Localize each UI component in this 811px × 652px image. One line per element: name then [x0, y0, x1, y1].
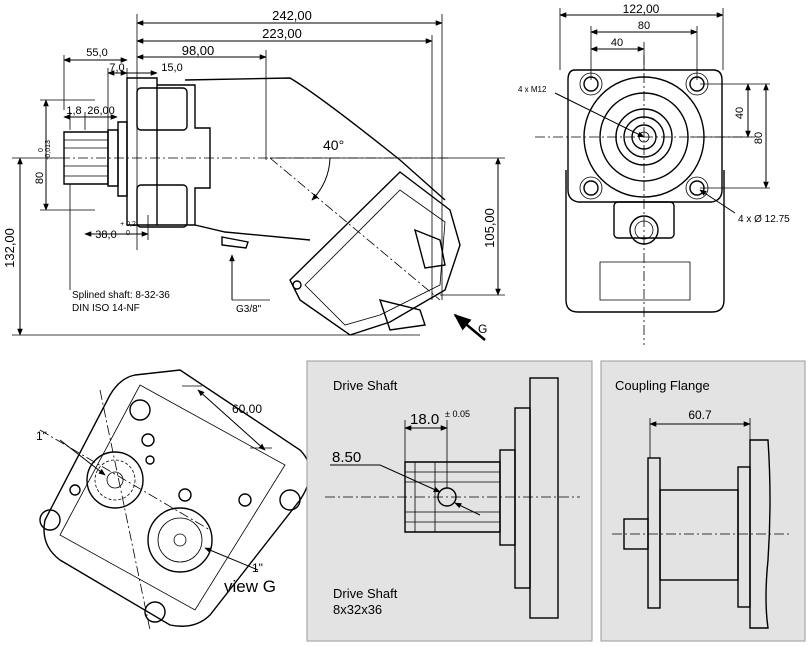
holes-label: 4 x Ø 12.75	[738, 214, 790, 225]
coupling-flange-panel: Coupling Flange 60.7	[600, 360, 806, 642]
dim-55: 55,0	[86, 47, 107, 59]
drive-shaft-caption-1: Drive Shaft	[333, 586, 398, 601]
dim-26: 26,00	[87, 105, 115, 117]
spline-note-1: Splined shaft: 8-32-36	[72, 290, 170, 301]
thread-label: 4 x M12	[518, 85, 547, 94]
port-label: G3/8"	[236, 304, 262, 315]
dim-122: 122,00	[623, 2, 660, 16]
tol-lower: -0,013	[45, 140, 52, 160]
dim-18: 18.0	[410, 411, 439, 428]
dim-38: 38,0	[95, 229, 116, 241]
port-a-label: 1"	[36, 429, 47, 443]
drive-shaft-title: Drive Shaft	[333, 378, 398, 393]
port-b-label: 1"	[252, 561, 263, 575]
dim-15: 15,0	[161, 62, 182, 74]
view-g-marker: G	[478, 322, 487, 336]
dim-132: 132,00	[2, 228, 17, 268]
drive-shaft-panel: Drive Shaft 18.0 ± 0.05 8.50 Drive Shaft…	[306, 360, 593, 642]
dim-80-front: 80	[638, 20, 650, 32]
tol38-lower: 0	[126, 230, 130, 237]
view-g-label: view G	[224, 577, 276, 596]
dim-105: 105,00	[482, 208, 497, 248]
front-view: 122,00 80 40 40 80	[518, 2, 790, 345]
dim-7: 7,0	[109, 62, 124, 74]
dim-40-vertical: 40	[734, 107, 746, 119]
dim-60-7: 60.7	[688, 408, 712, 422]
dim-40-front: 40	[611, 37, 623, 49]
drive-shaft-caption-2: 8x32x36	[333, 602, 382, 617]
view-g: 60,00 1" 1" view G	[36, 369, 311, 631]
angle-label: 40°	[323, 137, 344, 153]
side-view: 242,00 223,00 98,00 55,0 7,0 15,0 1,8 26…	[2, 8, 505, 341]
dim-60: 60,00	[232, 402, 262, 416]
dim-8-50: 8.50	[332, 449, 361, 466]
dim-223: 223,00	[262, 26, 302, 41]
dim-98: 98,00	[182, 43, 215, 58]
tol-upper: 0	[38, 148, 45, 152]
dim-80-side: 80	[34, 172, 46, 184]
dim-18-tolerance: ± 0.05	[445, 409, 470, 419]
dim-overall-length: 242,00	[272, 8, 312, 23]
coupling-flange-title: Coupling Flange	[615, 378, 710, 393]
dim-80-vertical: 80	[753, 132, 765, 144]
spline-note-2: DIN ISO 14-NF	[72, 303, 140, 314]
dim-1-8: 1,8	[66, 105, 81, 117]
